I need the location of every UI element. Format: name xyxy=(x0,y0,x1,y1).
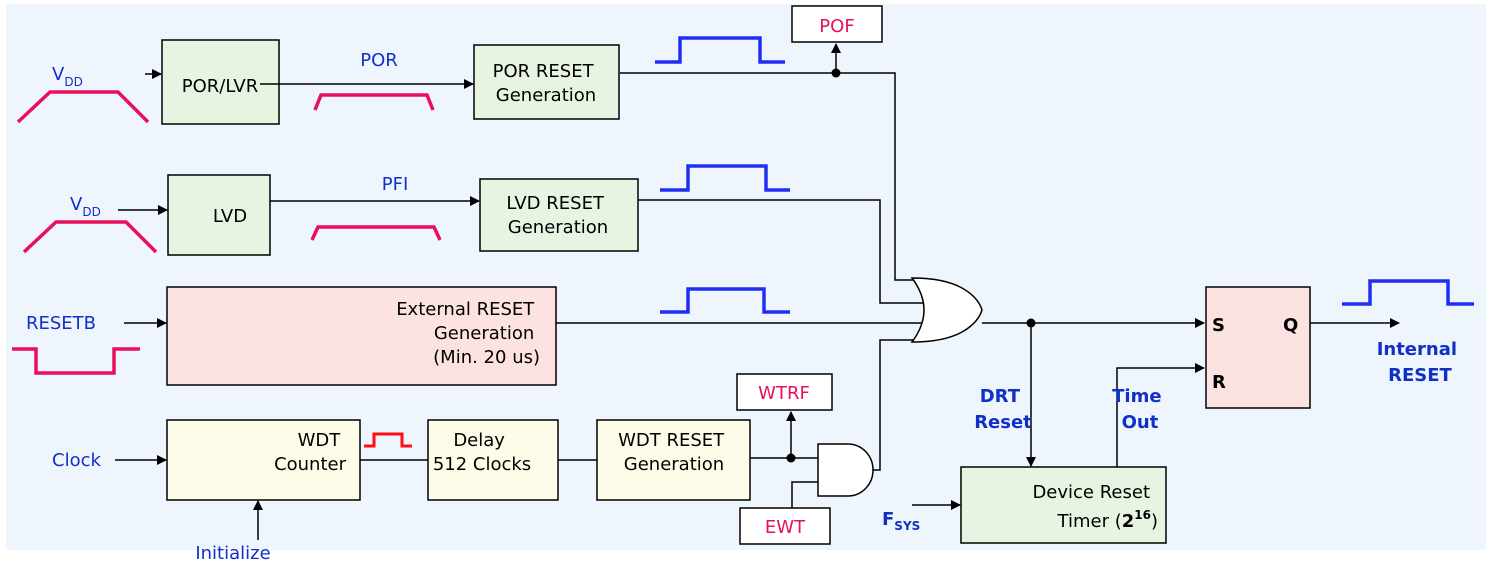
flipflop-q-label: Q xyxy=(1283,315,1298,336)
por-lvr-block xyxy=(161,39,280,125)
wdt-reset-generation-label: WDT RESET Generation xyxy=(618,430,730,475)
wdt-counter-block xyxy=(166,419,361,501)
wdt-counter-label: WDT Counter xyxy=(274,430,347,475)
por-reset-generation-label: POR RESET Generation xyxy=(493,61,600,106)
time-out-label: Time Out xyxy=(1112,386,1168,433)
drt-reset-label: DRT Reset xyxy=(974,386,1032,433)
lvd-label: LVD xyxy=(213,206,247,227)
internal-reset-waveform xyxy=(1342,279,1474,306)
external-reset-generation-label: External RESET Generation (Min. 20 us) xyxy=(396,299,540,368)
resetb-waveform xyxy=(12,347,140,375)
delay-label: Delay 512 Clocks xyxy=(433,430,531,475)
fsys-input-label: FSYS xyxy=(882,509,920,533)
por-lvr-label: POR/LVR xyxy=(182,76,258,97)
wdt-clock-waveform xyxy=(364,432,412,448)
lvd-reset-waveform xyxy=(660,164,790,192)
and-gate xyxy=(817,443,874,497)
por-to-or-wire xyxy=(620,72,926,281)
svg-text:VDD: VDD xyxy=(52,64,83,89)
flipflop-r-label: R xyxy=(1212,372,1226,393)
svg-text:VDD: VDD xyxy=(70,194,101,219)
timeout-to-reset-wire xyxy=(1116,363,1205,467)
por-pulse-waveform xyxy=(313,93,435,111)
lvd-block xyxy=(167,174,271,256)
resetb-input-label: RESETB xyxy=(26,313,96,334)
or-gate xyxy=(910,277,983,343)
internal-reset-label: Internal RESET xyxy=(1377,339,1464,386)
external-reset-waveform xyxy=(660,287,790,314)
clock-input-label: Clock xyxy=(52,450,101,471)
device-reset-timer-block xyxy=(960,466,1167,544)
external-reset-generation-block xyxy=(166,286,557,386)
pfi-signal-label: PFI xyxy=(382,174,409,195)
ewt-to-and-wire xyxy=(791,481,818,508)
initialize-input-label: Initialize xyxy=(195,543,270,563)
vdd-ramp-waveform-1 xyxy=(16,90,150,124)
pof-flag-box xyxy=(791,5,883,43)
por-reset-generation-block xyxy=(473,44,620,120)
flipflop-s-label: S xyxy=(1212,315,1225,336)
ewt-flag-label: EWT xyxy=(765,517,806,538)
wtrf-flag-label: WTRF xyxy=(758,383,810,404)
vdd-input-1: VDD xyxy=(52,64,83,89)
pfi-pulse-waveform xyxy=(310,225,442,241)
wtrf-flag-box xyxy=(736,373,833,411)
ewt-flag-box xyxy=(739,507,831,545)
and-to-or-wire xyxy=(873,339,925,471)
lvd-reset-generation-label: LVD RESET Generation xyxy=(506,193,609,238)
vdd-ramp-waveform-2 xyxy=(22,220,158,254)
device-reset-timer-label-line2: Timer (216) xyxy=(1057,508,1158,532)
vdd-input-2: VDD xyxy=(70,194,101,219)
sr-flipflop-block xyxy=(1205,286,1311,409)
wdt-reset-generation-block xyxy=(596,419,751,501)
pof-flag-label: POF xyxy=(819,16,854,37)
por-signal-label: POR xyxy=(360,50,398,71)
device-reset-timer-label-line1: Device Reset xyxy=(1032,482,1150,503)
por-reset-waveform xyxy=(655,36,785,64)
svg-text:FSYS: FSYS xyxy=(882,509,920,533)
lvd-reset-generation-block xyxy=(479,178,639,252)
lvd-to-or-wire xyxy=(638,199,928,304)
